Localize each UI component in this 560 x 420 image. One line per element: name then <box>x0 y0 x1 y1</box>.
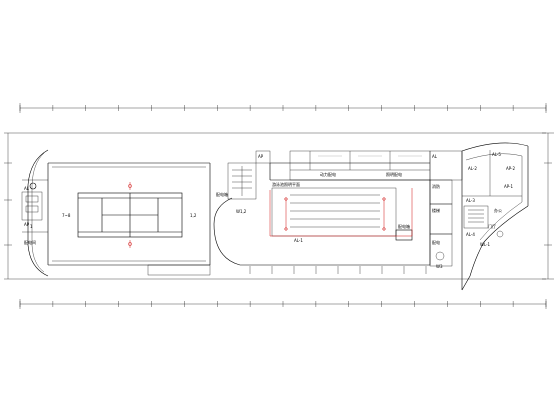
pool-top-label-2: 照明配电 <box>386 171 402 177</box>
right-axis-marks <box>542 132 554 280</box>
right-label-d: 配电 <box>432 239 440 245</box>
right-label-b: 消防 <box>432 183 440 189</box>
mid-left-label: 配电箱 <box>216 191 228 197</box>
pool-hall: 动力配电 照明配电 游泳池照明平面 W1,2 AL-1 配电箱 <box>213 150 431 274</box>
middle-stair: AP <box>227 150 271 200</box>
left-tower-label-b: AP <box>24 222 30 227</box>
main-horizontal-lines <box>14 132 546 280</box>
pool-basin <box>271 187 397 237</box>
pool-top-rooms: 动力配电 照明配电 <box>289 150 431 181</box>
right-label-a: AL <box>432 154 438 159</box>
right-wing: AL 消防 楼梯 配电 AL-2 AP-2 AL-3 办公 门厅 AL-4 AL… <box>429 142 529 291</box>
right-label-i: 门厅 <box>488 223 496 229</box>
pool-window-marks <box>249 266 427 274</box>
tennis-hall: 7~8 1,2 <box>47 162 211 276</box>
left-tower: 配电间 AL AP <box>21 149 49 277</box>
pool-caption: 游泳池照明平面 <box>272 181 300 187</box>
pool-box-label: 配电箱 <box>398 223 410 229</box>
right-label-c: 楼梯 <box>432 207 440 213</box>
pool-caption-2: W1,2 <box>236 209 247 214</box>
right-label-e: AL-2 <box>468 166 477 171</box>
circuit-traces <box>269 188 413 237</box>
stair-label: AP <box>258 154 264 159</box>
pool-equipment-box <box>395 229 413 241</box>
tennis-right-label: 1,2 <box>190 213 197 218</box>
pool-small-a: AL-1 <box>294 238 303 243</box>
right-label-m: AP-1 <box>504 184 514 189</box>
top-dimension-line <box>19 103 547 113</box>
right-label-l: W3 <box>436 264 443 269</box>
left-tower-label-a: AL <box>24 186 30 191</box>
tennis-court <box>77 192 183 238</box>
pool-top-label-1: 动力配电 <box>320 171 336 177</box>
bottom-dimension-line <box>19 299 547 309</box>
court-light-fixtures <box>128 182 132 248</box>
tennis-note-label: 7~8 <box>62 213 71 218</box>
right-label-k: AL-5 <box>492 152 501 157</box>
left-tower-label-c: 1 <box>30 224 33 229</box>
left-axis-marks <box>4 132 14 280</box>
left-room-label: 配电间 <box>24 239 36 245</box>
right-label-n: WL-1 <box>480 242 491 247</box>
right-label-f: AP-2 <box>506 166 516 171</box>
right-label-g: AL-3 <box>466 198 475 203</box>
right-label-j: AL-4 <box>466 232 475 237</box>
right-label-h: 办公 <box>494 207 502 213</box>
